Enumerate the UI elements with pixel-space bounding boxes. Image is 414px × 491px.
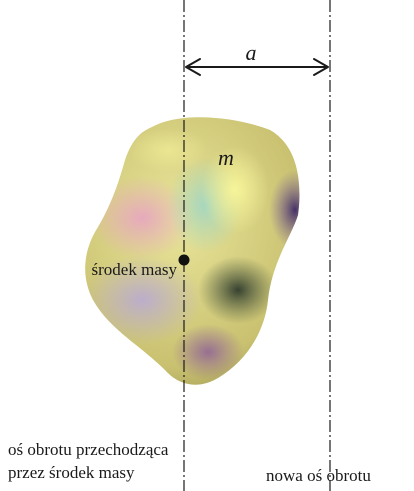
center-axis-label-line2: przez środek masy: [8, 463, 135, 482]
mass-label: m: [218, 145, 234, 170]
new-axis-label: nowa oś obrotu: [266, 466, 371, 485]
distance-label: a: [246, 40, 257, 65]
center-axis-label-line1: oś obrotu przechodząca: [8, 440, 169, 459]
center-of-mass-point: [178, 254, 190, 266]
distance-arrow: [185, 58, 329, 76]
center-of-mass-label: środek masy: [92, 260, 178, 279]
mass-body: [85, 117, 300, 385]
